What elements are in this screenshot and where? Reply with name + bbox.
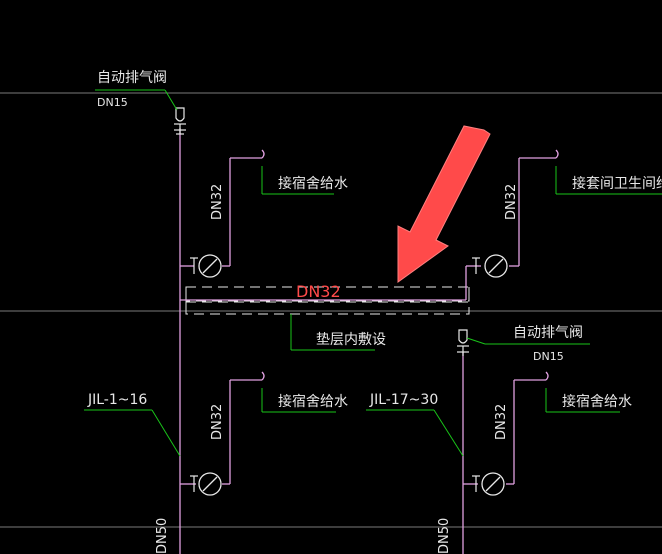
auto-vent-right-size: DN15: [533, 350, 564, 363]
dorm-supply-2-label: 接宿舍给水: [278, 393, 348, 410]
suite-bath-supply-label: 接套间卫生间给水: [572, 175, 662, 192]
red-arrow-icon: [397, 125, 491, 283]
leader-riser-left: [84, 409, 181, 457]
pipe-size-dn32-upper-left: DN32: [210, 184, 225, 220]
dorm-supply-1-label: 接宿舍给水: [278, 175, 348, 192]
leader-dorm-3: [545, 388, 620, 413]
right-upper-branch: [465, 149, 559, 300]
cushion-pipe-box: [185, 286, 470, 315]
auto-vent-top-label: 自动排气阀: [97, 70, 167, 86]
dn32-highlight-label: DN32: [296, 282, 341, 301]
leader-suite-bath: [555, 166, 662, 195]
water-meter-icon: [481, 472, 505, 496]
pipe-size-dn32-upper-right: DN32: [504, 184, 519, 220]
riser-left-label: JIL-1~16: [87, 392, 147, 408]
pipe-size-dn32-lower-right: DN32: [494, 404, 509, 440]
auto-vent-right-label: 自动排气阀: [513, 325, 583, 341]
valve-icon: [472, 475, 480, 492]
leader-riser-right: [366, 409, 464, 457]
leader-dorm-2: [261, 388, 336, 413]
valve-icon: [190, 257, 198, 274]
vent-leader-right: [466, 337, 590, 345]
water-meter-icon: [198, 472, 222, 496]
pipe-size-dn32-lower-left: DN32: [210, 404, 225, 440]
branch-upper-left: [180, 149, 265, 267]
vent-leader-top: [95, 89, 178, 111]
valve-icon: [190, 475, 198, 492]
riser-right-label: JIL-17~30: [369, 392, 438, 408]
leader-dorm-1: [261, 166, 334, 195]
air-vent-icon: [174, 107, 186, 135]
water-meter-icon: [198, 254, 222, 278]
cushion-laying-label: 垫层内敷设: [316, 332, 386, 348]
dorm-supply-3-label: 接宿舍给水: [562, 393, 632, 410]
valve-icon: [472, 257, 480, 274]
pipe-size-dn50-left: DN50: [155, 518, 170, 554]
branch-lower-left: [180, 371, 265, 485]
water-meter-icon: [484, 254, 508, 278]
air-vent-icon: [457, 329, 469, 356]
leader-cushion: [290, 314, 375, 351]
pipe-size-dn50-right: DN50: [437, 518, 452, 554]
auto-vent-top-size: DN15: [97, 96, 128, 109]
